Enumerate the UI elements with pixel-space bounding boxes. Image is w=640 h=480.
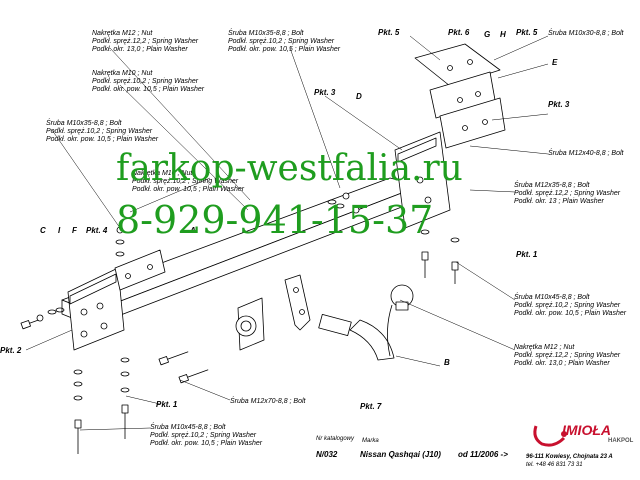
part-letter-f: F [72,226,77,235]
label-nut-m10-mid: Nakrętka M10 ; Nut Podkł. spręż.10,2 ; S… [132,170,245,193]
washers [47,199,460,401]
part-letter-i: I [58,226,61,235]
pkt-7-label: Pkt. 7 [360,402,382,411]
label-bolt-m10x30: Śruba M10x30-8,8 ; Bolt [548,30,624,37]
catalog-number-label: Nr katalogowy [316,436,355,442]
brand-phone: tel. +48 46 831 73 31 [526,462,583,468]
label-bolt-m10x35-top: Śruba M10x35-8,8 ; Bolt Podkł. spręż.10,… [228,30,341,53]
pkt-6-label: Pkt. 6 [448,28,470,37]
catalog-number: N/032 [316,450,338,459]
watermark-phone: 8-929-941-15-37 [116,198,434,242]
brand-subtitle: HAKPOL [608,438,634,444]
part-letter-b: B [444,358,450,367]
brand-name: IMIOŁA [562,422,611,438]
vehicle-model: Nissan Qashqai (J10) [360,450,441,459]
part-letter-c: C [40,226,46,235]
ball-mount-bracket [284,274,311,331]
part-letter-e: E [552,58,558,67]
right-bracket-plate [394,131,451,229]
part-letter-d: D [356,92,362,101]
vehicle-date: od 11/2006 -> [458,450,508,459]
watermark-site: farkop-westfalia.ru [116,148,463,189]
part-letter-g: G [484,30,491,39]
pkt-5-right-label: Pkt. 5 [516,28,538,37]
pkt-1-right-label: Pkt. 1 [516,250,538,259]
label-bolt-m12x35: Śruba M12x35-8,8 ; Bolt Podkł. spręż.12,… [514,182,621,205]
part-letter-a: A [190,226,196,235]
part-letter-h: H [500,30,506,39]
label-bolt-m12x40: Śruba M12x40-8,8 ; Bolt [548,150,624,157]
label-nut-m12-top: Nakrętka M12 ; Nut Podkł. spręż.12,2 ; S… [92,30,199,53]
pkt-2-label: Pkt. 2 [0,346,22,355]
pkt-1-bottom-label: Pkt. 1 [156,400,178,409]
top-right-brackets [414,43,506,149]
brand-logo: IMIOŁA HAKPOL [530,422,640,452]
label-nut-m12-right: Nakrętka M12 ; Nut Podkł. spręż.12,2 ; S… [514,344,621,367]
pkt-5-left-label: Pkt. 5 [378,28,400,37]
pkt-4-label: Pkt. 4 [86,226,108,235]
label-bolt-m12x70: Śruba M12x70-8,8 ; Bolt [230,398,306,405]
label-bolt-m10x35-left: Śruba M10x35-8,8 ; Bolt Podkł. spręż.10,… [46,120,159,143]
hook-logo-icon [533,425,567,447]
leader-lines [25,35,549,431]
make-label: Marka [362,438,379,444]
left-strap [114,249,166,291]
brand-address: 96-111 Kowiesy, Chojnata 23 A [526,454,613,460]
label-bolt-m10x45-bottom: Śruba M10x45-8,8 ; Bolt Podkł. spręż.10,… [150,424,263,447]
left-bracket-plate [67,267,125,351]
pkt-3-right-label: Pkt. 3 [548,100,570,109]
pkt-3-left-label: Pkt. 3 [314,88,336,97]
label-nut-m10: Nakrętka M10 ; Nut Podkł. spręż.10,2 ; S… [92,70,205,93]
socket-plate [235,297,265,351]
label-bolt-m10x45-right: Śruba M10x45-8,8 ; Bolt Podkł. spręż.10,… [514,294,627,317]
tow-ball [318,284,414,361]
